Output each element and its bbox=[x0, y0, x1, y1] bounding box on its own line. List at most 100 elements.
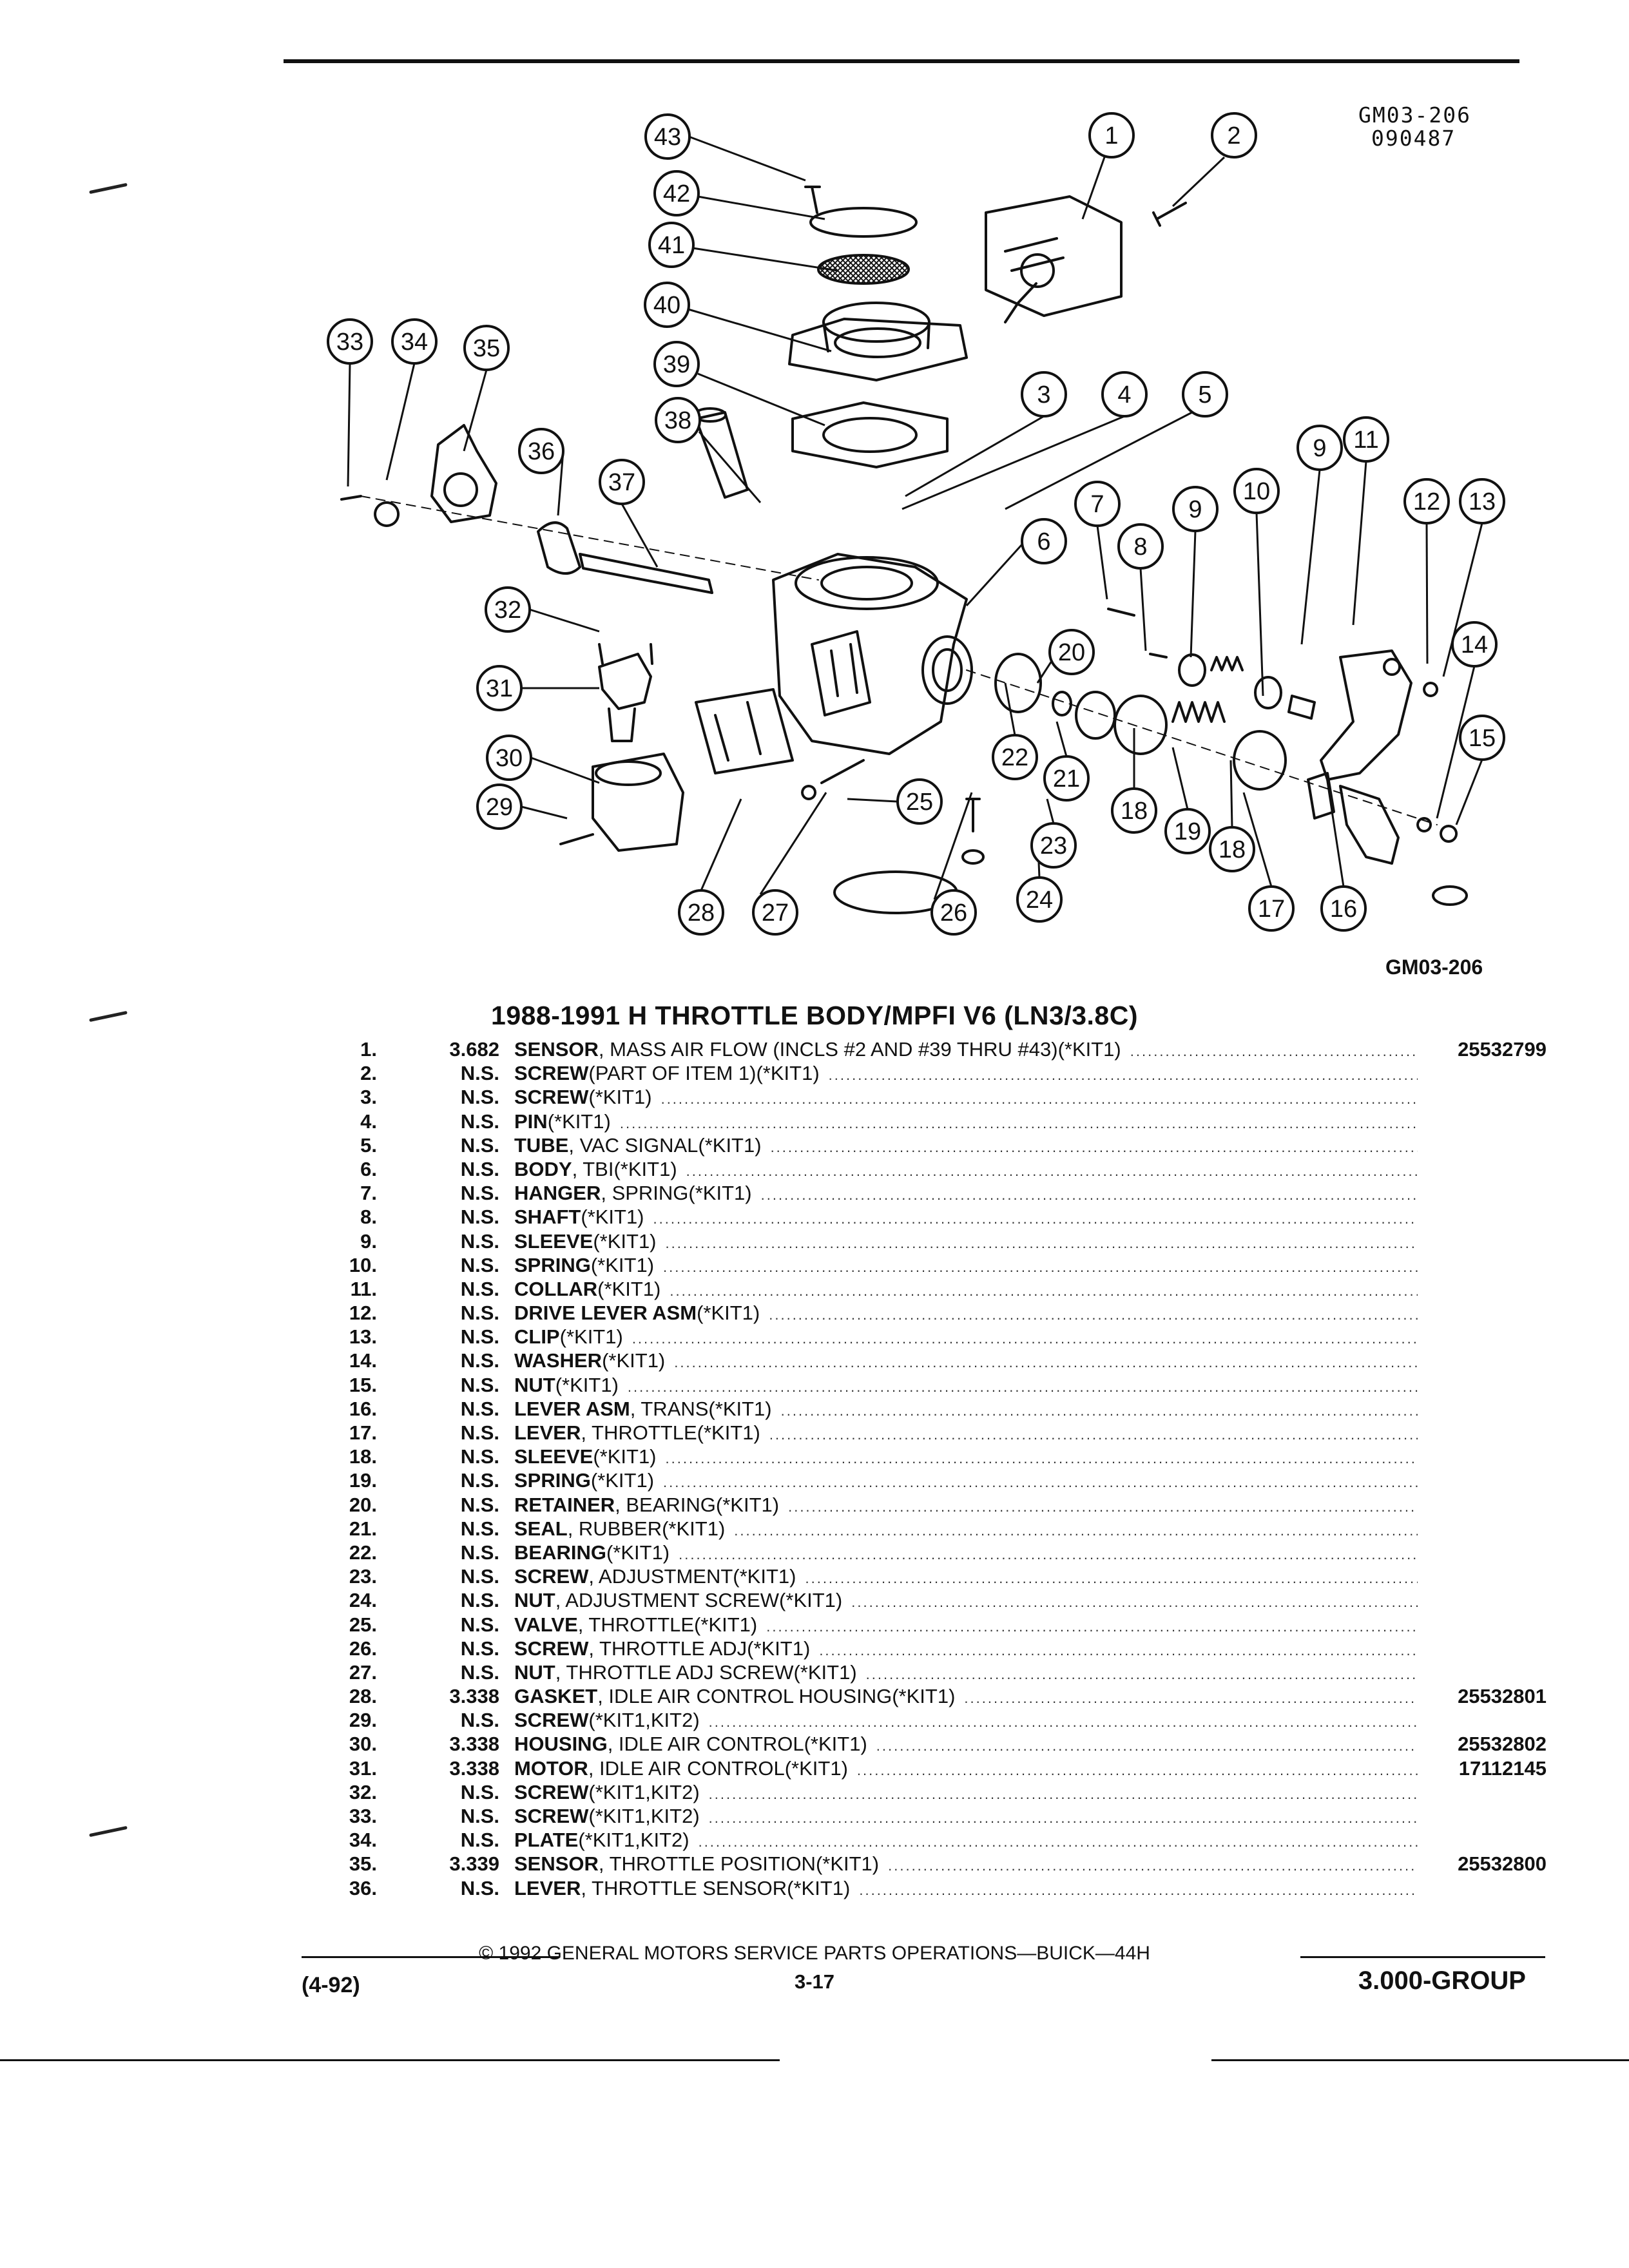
callout-circle bbox=[655, 397, 701, 443]
leader-line bbox=[385, 363, 416, 481]
item-detail: , SPRING(*KIT1) bbox=[601, 1182, 752, 1205]
item-detail: , TBI(*KIT1) bbox=[572, 1157, 677, 1180]
price-code: N.S. bbox=[460, 1373, 499, 1396]
item-name: LEVER bbox=[514, 1876, 581, 1899]
item-number: 33. bbox=[349, 1805, 377, 1827]
item-name: SCREW bbox=[514, 1062, 589, 1085]
callout-circle bbox=[1088, 112, 1135, 159]
table-row: 23.N.S.SCREW, ADJUSTMENT(*KIT1) bbox=[335, 1564, 1547, 1588]
item-number: 9. bbox=[360, 1229, 377, 1253]
callout-label: 14 bbox=[1461, 631, 1488, 658]
item-detail: , IDLE AIR CONTROL HOUSING(*KIT1) bbox=[597, 1685, 956, 1708]
leader-line bbox=[1171, 747, 1189, 810]
item-detail: (*KIT1) bbox=[597, 1277, 661, 1300]
item-name: RETAINER bbox=[514, 1493, 615, 1516]
item-number: 25. bbox=[349, 1613, 377, 1636]
callout-label: 28 bbox=[688, 899, 715, 927]
item-name: NUT bbox=[514, 1589, 555, 1612]
leader-line bbox=[557, 450, 564, 516]
item-number: 34. bbox=[349, 1829, 377, 1852]
leader-line bbox=[692, 247, 838, 272]
price-code: N.S. bbox=[460, 1876, 499, 1899]
item-detail: , THROTTLE POSITION(*KIT1) bbox=[598, 1852, 880, 1876]
leader-line bbox=[688, 308, 832, 352]
footer-rule-right bbox=[1300, 1956, 1545, 1958]
item-number: 8. bbox=[360, 1206, 377, 1229]
footer-copyright: © 1992 GENERAL MOTORS SERVICE PARTS OPER… bbox=[479, 1943, 1150, 1964]
table-row: 15.N.S.NUT(*KIT1) bbox=[335, 1373, 1547, 1397]
item-name: SCREW bbox=[514, 1565, 589, 1588]
maf-sensor bbox=[985, 195, 1123, 317]
callout-label: 37 bbox=[608, 469, 635, 496]
callout-circle bbox=[1320, 885, 1367, 932]
price-code: N.S. bbox=[460, 1565, 499, 1588]
item-description: GASKET, IDLE AIR CONTROL HOUSING(*KIT1)2… bbox=[514, 1684, 1547, 1710]
price-code: N.S. bbox=[460, 1469, 499, 1492]
dot-leader bbox=[964, 1686, 1418, 1710]
callout-circle bbox=[599, 459, 645, 505]
callout-circle bbox=[1459, 715, 1505, 761]
part-number: 25532801 bbox=[1458, 1685, 1547, 1708]
adapter bbox=[822, 321, 930, 352]
vac-tube bbox=[695, 411, 749, 499]
dot-leader bbox=[851, 1590, 1418, 1614]
item-number: 2. bbox=[360, 1062, 377, 1085]
price-code: N.S. bbox=[460, 1277, 499, 1300]
item-number: 15. bbox=[349, 1373, 377, 1396]
bearing-retainer bbox=[1075, 691, 1116, 740]
clip bbox=[1423, 682, 1439, 697]
price-code: 3.682 bbox=[449, 1038, 499, 1061]
table-row: 5.N.S.TUBE, VAC SIGNAL(*KIT1) bbox=[335, 1133, 1547, 1157]
item-name: VALVE bbox=[514, 1613, 578, 1636]
part-number: 25532800 bbox=[1458, 1852, 1547, 1876]
callout-label: 21 bbox=[1053, 765, 1080, 793]
spring bbox=[1210, 656, 1244, 671]
price-code: N.S. bbox=[460, 1660, 499, 1684]
price-code: N.S. bbox=[460, 1349, 499, 1372]
dot-leader bbox=[670, 1279, 1418, 1303]
part-number: 17112145 bbox=[1458, 1756, 1547, 1780]
throttle-shaft bbox=[579, 553, 713, 594]
item-detail: (*KIT1) bbox=[697, 1302, 760, 1325]
table-row: 13.N.S.CLIP(*KIT1) bbox=[335, 1325, 1547, 1349]
item-detail: , TRANS(*KIT1) bbox=[630, 1397, 772, 1420]
diagram-ref-code: GM03-206 bbox=[1358, 102, 1471, 128]
table-row: 17.N.S.LEVER, THROTTLE(*KIT1) bbox=[335, 1421, 1547, 1445]
callout-label: 4 bbox=[1117, 381, 1131, 408]
dot-leader bbox=[699, 1830, 1418, 1854]
callout-circle bbox=[1043, 755, 1090, 802]
callout-label: 23 bbox=[1040, 832, 1067, 860]
callout-circle bbox=[1172, 486, 1219, 532]
item-name: SENSOR bbox=[514, 1038, 599, 1061]
item-detail: , ADJUSTMENT(*KIT1) bbox=[588, 1565, 796, 1588]
item-number: 5. bbox=[360, 1133, 377, 1157]
item-name: SCREW bbox=[514, 1709, 589, 1732]
dot-leader bbox=[805, 1566, 1418, 1590]
adjust-nut bbox=[961, 849, 985, 865]
callout-label: 15 bbox=[1469, 725, 1496, 752]
item-name: LEVER bbox=[514, 1421, 581, 1444]
callout-label: 13 bbox=[1469, 488, 1496, 515]
leader-line bbox=[1055, 721, 1068, 757]
callout-label: 10 bbox=[1243, 478, 1270, 505]
idle-air-housing bbox=[592, 753, 684, 852]
sleeve bbox=[1254, 676, 1282, 709]
maf-sensor bbox=[1004, 282, 1037, 323]
item-name: HOUSING bbox=[514, 1733, 608, 1756]
item-detail: (*KIT1) bbox=[547, 1110, 611, 1133]
item-detail: (*KIT1) bbox=[606, 1541, 670, 1564]
callout-label: 26 bbox=[940, 899, 967, 927]
table-row: 14.N.S.WASHER(*KIT1) bbox=[335, 1349, 1547, 1372]
callout-circle bbox=[476, 783, 523, 830]
item-number: 10. bbox=[349, 1253, 377, 1276]
table-row: 24.N.S.NUT, ADJUSTMENT SCREW(*KIT1) bbox=[335, 1588, 1547, 1612]
item-description: SCREW(PART OF ITEM 1)(*KIT1) bbox=[514, 1061, 1547, 1087]
price-code: N.S. bbox=[460, 1157, 499, 1180]
callout-circle bbox=[1030, 822, 1077, 869]
callout-circle bbox=[752, 889, 798, 936]
callout-circle bbox=[1403, 478, 1450, 524]
spring-hanger bbox=[1107, 608, 1168, 658]
